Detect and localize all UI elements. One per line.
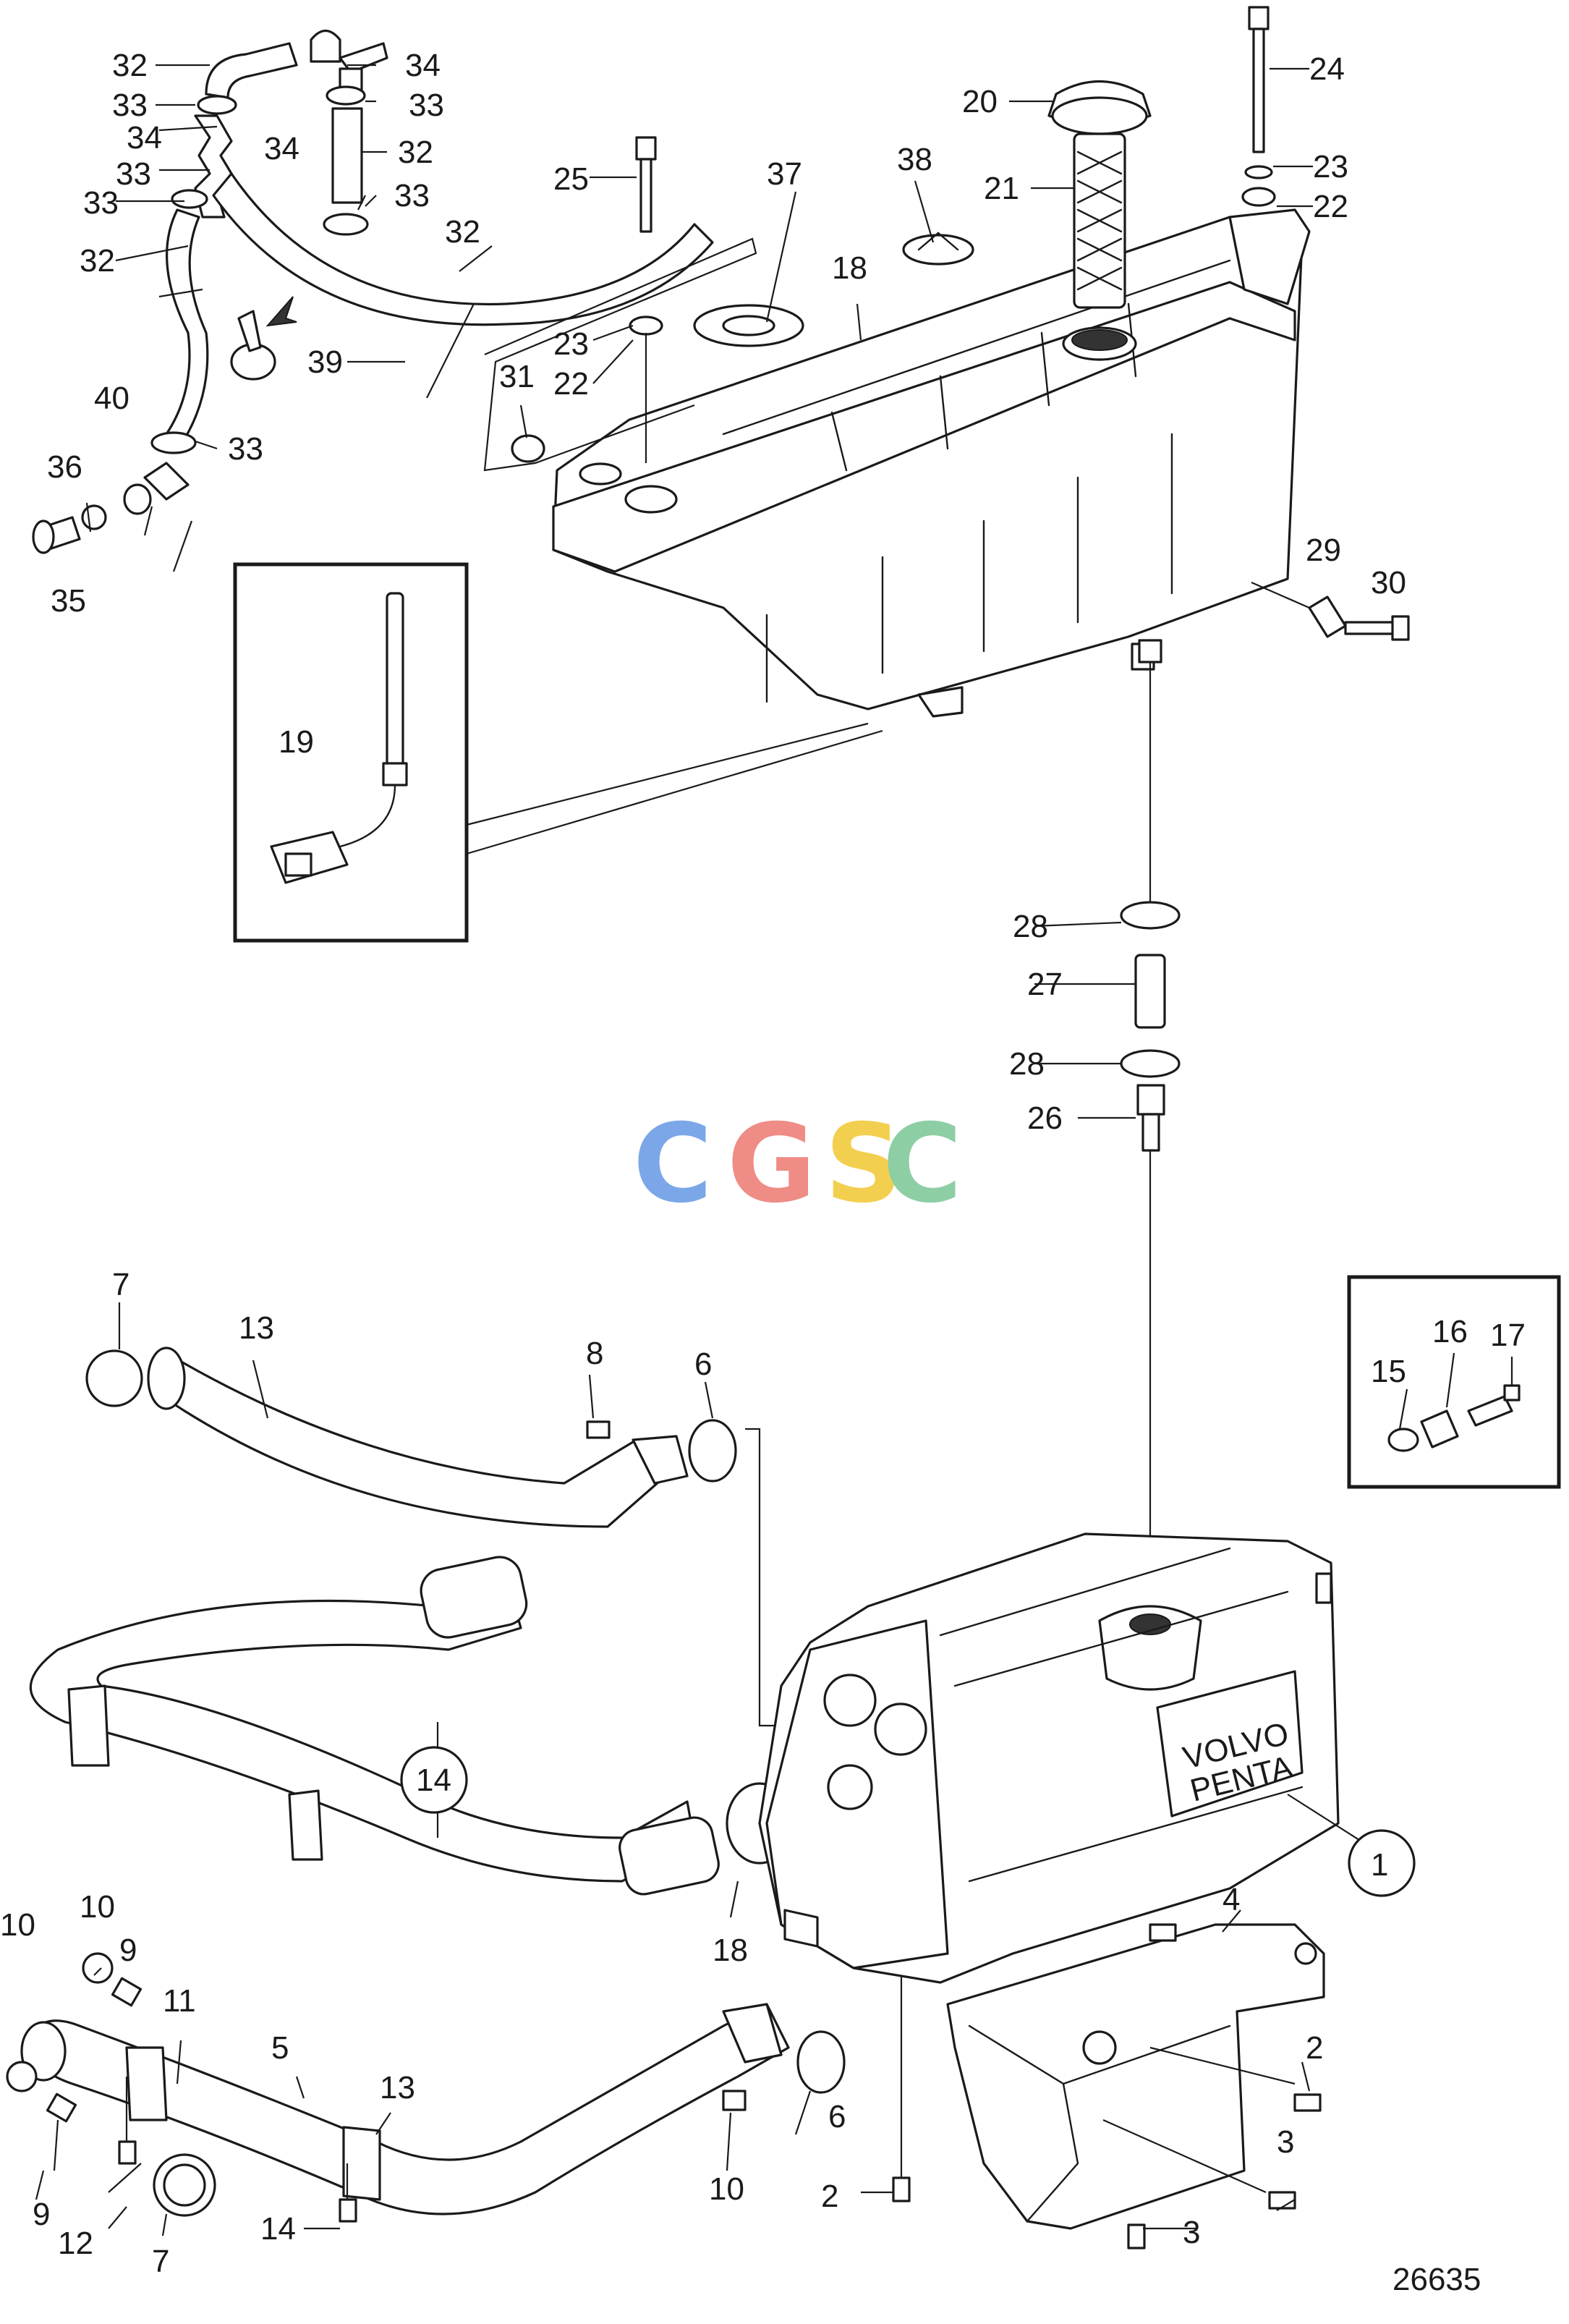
callout-18: 18 xyxy=(713,1933,748,1968)
callout-29: 29 xyxy=(1306,533,1341,568)
leader-bracket-tank xyxy=(483,237,757,472)
callout-37: 37 xyxy=(767,156,802,192)
callout-33: 33 xyxy=(228,431,263,467)
callout-14: 14 xyxy=(260,2211,296,2247)
callout-6: 6 xyxy=(828,2099,846,2134)
callout-1: 1 xyxy=(1371,1847,1388,1883)
callout-15: 15 xyxy=(1371,1354,1406,1389)
callout-16: 16 xyxy=(1432,1314,1468,1349)
callout-21: 21 xyxy=(984,171,1019,206)
callout-9: 9 xyxy=(33,2197,50,2232)
callout-28: 28 xyxy=(1009,1046,1045,1082)
hose-clamp xyxy=(230,296,297,381)
callout-33: 33 xyxy=(394,178,430,213)
callout-2: 2 xyxy=(1306,2030,1323,2066)
callout-33: 33 xyxy=(116,156,151,192)
callout-8: 8 xyxy=(586,1336,603,1371)
drawing-number: 26635 xyxy=(1392,2262,1481,2297)
filler-cap xyxy=(1047,80,1152,135)
watermark-letter-3: S xyxy=(825,1101,903,1227)
callout-10: 10 xyxy=(80,1889,115,1925)
callout-19: 19 xyxy=(278,724,314,760)
callout-7: 7 xyxy=(152,2244,169,2279)
callout-10: 10 xyxy=(0,1907,35,1943)
callout-4: 4 xyxy=(1223,1882,1240,1917)
upper-coolant-pipe xyxy=(85,1347,817,1727)
watermark-letter-2: G xyxy=(727,1101,816,1227)
callout-24: 24 xyxy=(1309,51,1345,87)
callout-leaders xyxy=(35,64,1513,2236)
inset-pointer xyxy=(466,722,883,855)
callout-33: 33 xyxy=(112,88,148,123)
callout-40: 40 xyxy=(94,381,129,416)
callout-34: 34 xyxy=(127,120,162,156)
level-sensor-inset xyxy=(233,562,469,943)
callout-25: 25 xyxy=(553,161,589,197)
mounting-bracket xyxy=(946,1923,1325,2230)
callout-10: 10 xyxy=(709,2171,744,2207)
callout-23: 23 xyxy=(553,326,589,362)
callout-11: 11 xyxy=(163,1983,196,2019)
callout-38: 38 xyxy=(897,142,932,177)
callout-30: 30 xyxy=(1371,565,1406,601)
vent-hose-assembly xyxy=(32,29,714,554)
callout-32: 32 xyxy=(445,214,480,250)
callout-circle-14 xyxy=(400,1746,468,1814)
callout-22: 22 xyxy=(1313,189,1348,224)
large-coolant-hose xyxy=(29,1556,794,1896)
overflow-connection xyxy=(1120,639,1181,1664)
triangle-cap xyxy=(902,232,974,266)
callout-13: 13 xyxy=(239,1310,274,1346)
callout-9: 9 xyxy=(119,1933,137,1968)
callout-13: 13 xyxy=(380,2070,415,2105)
callout-35: 35 xyxy=(51,583,86,619)
watermark-logo: C G S C xyxy=(633,1101,962,1227)
callout-20: 20 xyxy=(962,84,998,119)
callout-26: 26 xyxy=(1027,1100,1063,1136)
callout-34: 34 xyxy=(405,48,441,83)
callout-5: 5 xyxy=(271,2030,289,2066)
callout-circle-1 xyxy=(1348,1829,1416,1897)
spacer-bolt xyxy=(1251,581,1410,641)
long-bolt xyxy=(1241,6,1276,207)
callout-12: 12 xyxy=(58,2226,93,2261)
sealing-gasket xyxy=(693,304,804,347)
callout-17: 17 xyxy=(1490,1318,1526,1353)
callout-2: 2 xyxy=(821,2179,838,2214)
callout-labels: 1 2 2 3 3 4 5 6 6 7 7 8 9 9 10 10 10 11 … xyxy=(0,48,1526,2279)
callout-28: 28 xyxy=(1013,909,1048,944)
watermark-letter-1: C xyxy=(633,1101,713,1227)
callout-22: 22 xyxy=(553,366,589,402)
callout-23: 23 xyxy=(1313,149,1348,185)
callout-6: 6 xyxy=(694,1347,712,1382)
callout-36: 36 xyxy=(47,449,82,485)
heat-exchanger-block: VOLVO PENTA xyxy=(758,1532,1340,1984)
hose-clip xyxy=(511,434,545,463)
callout-27: 27 xyxy=(1027,967,1063,1002)
callout-18: 18 xyxy=(832,250,867,286)
strainer-filter xyxy=(1073,132,1126,309)
callout-32: 32 xyxy=(398,135,433,170)
bracket-bolts xyxy=(892,1923,1322,2249)
callout-33: 33 xyxy=(409,88,444,123)
callout-32: 32 xyxy=(112,48,148,83)
callout-3: 3 xyxy=(1183,2215,1200,2250)
lower-coolant-pipe xyxy=(6,1952,846,2223)
watermark-letter-4: C xyxy=(883,1101,962,1227)
callout-3: 3 xyxy=(1277,2124,1294,2160)
callout-32: 32 xyxy=(80,243,115,279)
callout-34: 34 xyxy=(264,131,299,166)
callout-39: 39 xyxy=(307,344,343,380)
callout-33: 33 xyxy=(83,185,119,221)
expansion-tank xyxy=(552,208,1311,718)
callout-14: 14 xyxy=(416,1763,451,1798)
callout-7: 7 xyxy=(112,1267,129,1302)
callout-31: 31 xyxy=(499,359,535,394)
